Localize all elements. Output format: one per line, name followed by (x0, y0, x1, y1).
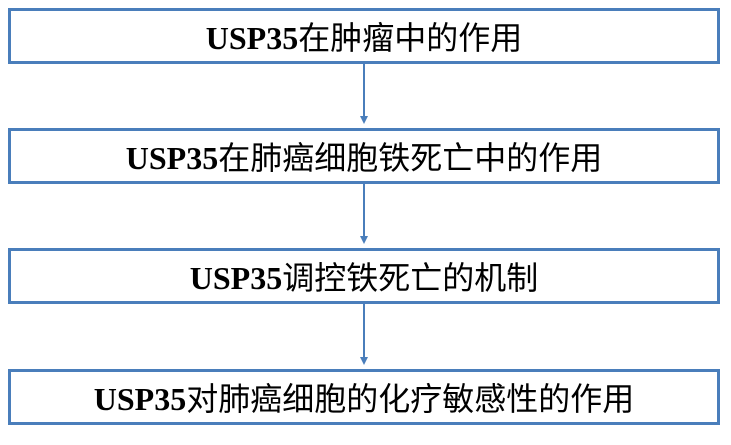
step-prefix-3: USP35 (189, 260, 283, 296)
step-text-3: 调控铁死亡的机制 (282, 259, 539, 297)
step-label-1: USP35在肿瘤中的作用 (206, 13, 522, 59)
step-label-3: USP35调控铁死亡的机制 (190, 253, 538, 299)
step-box-2: USP35在肺癌细胞铁死亡中的作用 (8, 128, 720, 184)
step-label-2: USP35在肺癌细胞铁死亡中的作用 (126, 133, 602, 179)
step-box-4: USP35对肺癌细胞的化疗敏感性的作用 (8, 369, 720, 425)
step-prefix-2: USP35 (125, 140, 219, 176)
step-box-3: USP35调控铁死亡的机制 (8, 248, 720, 304)
step-label-4: USP35对肺癌细胞的化疗敏感性的作用 (94, 374, 634, 420)
step-text-1: 在肿瘤中的作用 (298, 19, 523, 57)
step-prefix-4: USP35 (93, 381, 187, 417)
step-text-2: 在肺癌细胞铁死亡中的作用 (218, 139, 603, 177)
step-prefix-1: USP35 (205, 20, 299, 56)
step-text-4: 对肺癌细胞的化疗敏感性的作用 (186, 380, 635, 418)
step-box-1: USP35在肿瘤中的作用 (8, 8, 720, 64)
